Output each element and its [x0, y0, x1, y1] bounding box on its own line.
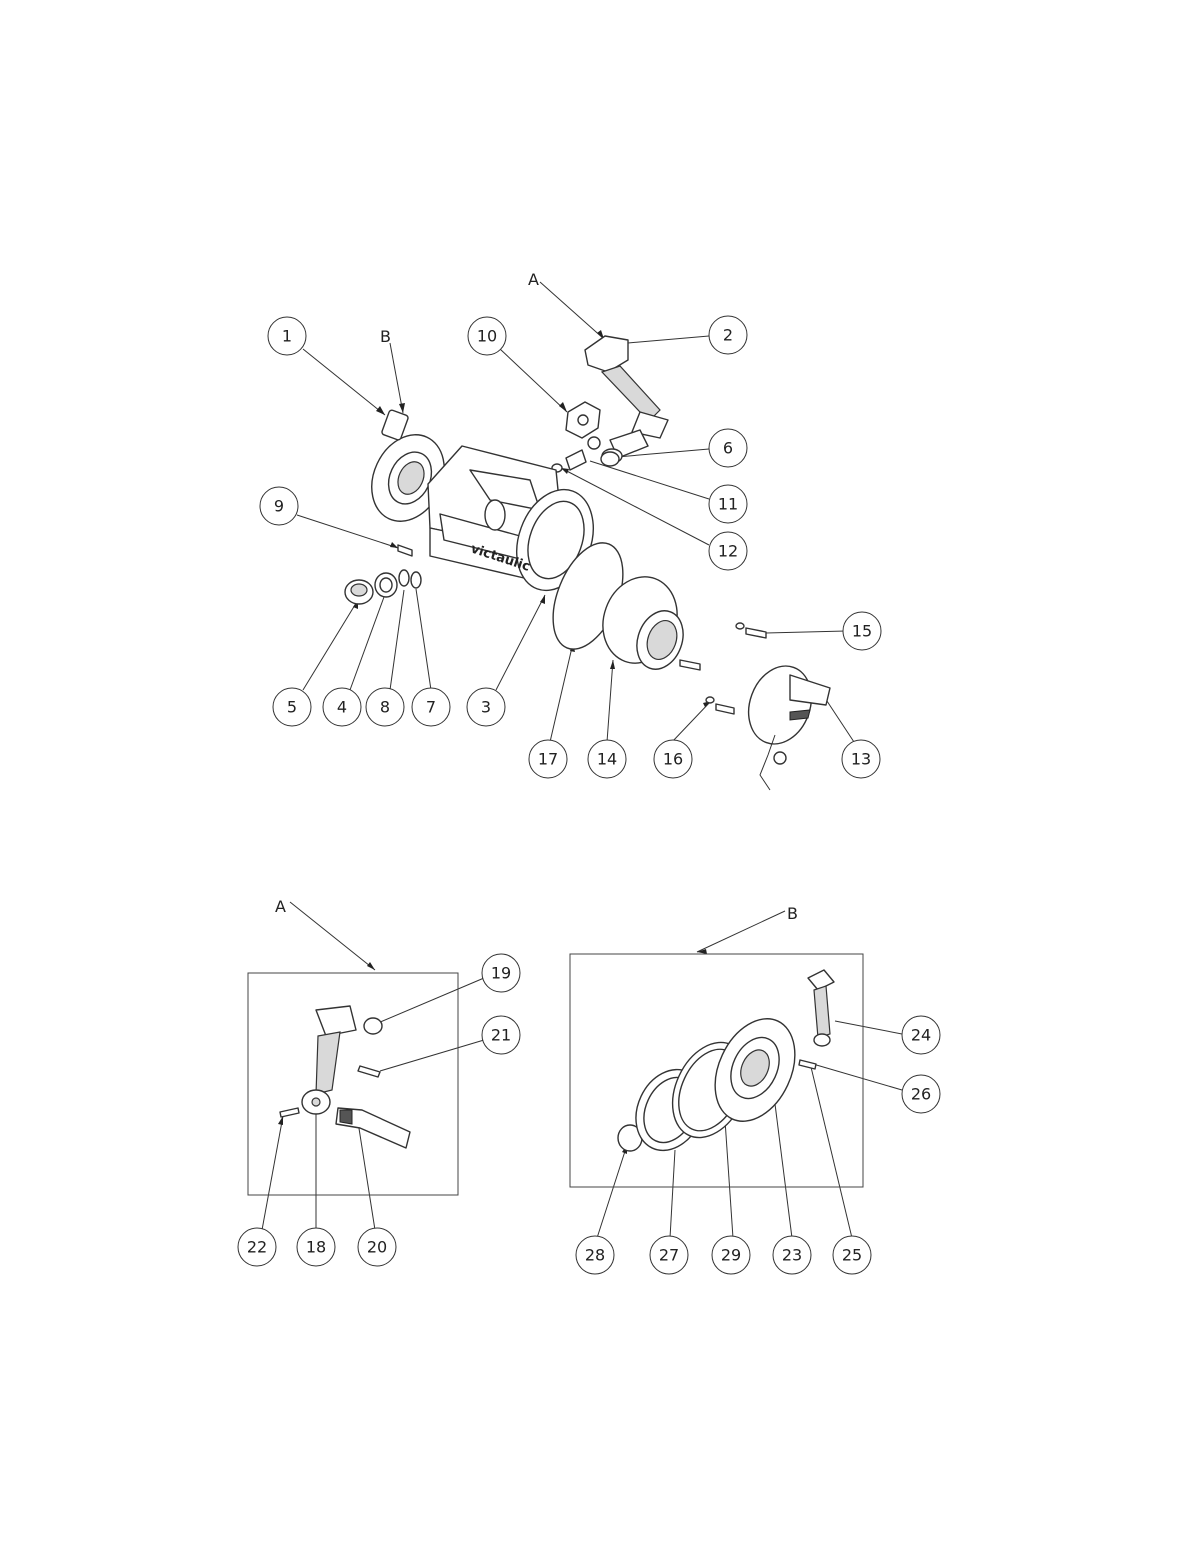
- part-11-stem: [565, 449, 587, 471]
- svg-text:8: 8: [380, 698, 390, 717]
- balloon-4: 4: [322, 687, 362, 727]
- balloon-24: 24: [901, 1015, 941, 1055]
- svg-text:12: 12: [718, 542, 738, 561]
- svg-text:6: 6: [723, 439, 733, 458]
- balloon-14: 14: [587, 739, 627, 779]
- balloon-20: 20: [357, 1227, 397, 1267]
- view-label-a-detail: A: [275, 897, 286, 916]
- balloon-12: 12: [708, 531, 748, 571]
- svg-text:23: 23: [782, 1246, 802, 1265]
- svg-text:5: 5: [287, 698, 297, 717]
- balloon-22: 22: [237, 1227, 277, 1267]
- svg-text:22: 22: [247, 1238, 267, 1257]
- svg-text:24: 24: [911, 1026, 931, 1045]
- balloon-9: 9: [259, 486, 299, 526]
- part-19-cap: [363, 1017, 383, 1035]
- svg-text:26: 26: [911, 1085, 931, 1104]
- balloon-27: 27: [649, 1235, 689, 1275]
- balloon-19: 19: [481, 953, 521, 993]
- balloon-1: 1: [267, 316, 307, 356]
- balloon-6: 6: [708, 428, 748, 468]
- svg-text:10: 10: [477, 327, 497, 346]
- part-10-plate: [565, 401, 601, 450]
- balloon-16: 16: [653, 739, 693, 779]
- detail-a-box: [247, 972, 459, 1196]
- part-7-ring: [410, 571, 422, 589]
- view-label-a-top: A: [528, 270, 539, 289]
- part-8-clip: [398, 569, 410, 587]
- balloon-29: 29: [711, 1235, 751, 1275]
- part-2-handle: [584, 335, 669, 464]
- part-23-disc: [714, 1018, 796, 1122]
- part-26-spring: [798, 1059, 817, 1070]
- balloon-17: 17: [528, 739, 568, 779]
- leader-lines: [261, 281, 903, 1239]
- part-1-end-cover: [371, 409, 445, 522]
- balloon-5: 5: [272, 687, 312, 727]
- svg-text:7: 7: [426, 698, 436, 717]
- balloon-13: 13: [841, 739, 881, 779]
- part-16-bolt: [705, 696, 735, 715]
- svg-text:2: 2: [723, 326, 733, 345]
- svg-text:19: 19: [491, 964, 511, 983]
- svg-text:9: 9: [274, 497, 284, 516]
- part-20-shaft: [335, 1107, 411, 1149]
- balloon-8: 8: [365, 687, 405, 727]
- svg-text:16: 16: [663, 750, 683, 769]
- svg-text:28: 28: [585, 1246, 605, 1265]
- balloon-28: 28: [575, 1235, 615, 1275]
- balloon-2: 2: [708, 315, 748, 355]
- svg-text:20: 20: [367, 1238, 387, 1257]
- svg-text:3: 3: [481, 698, 491, 717]
- balloon-15: 15: [842, 611, 882, 651]
- svg-text:29: 29: [721, 1246, 741, 1265]
- svg-text:27: 27: [659, 1246, 679, 1265]
- part-15-bolt: [735, 622, 767, 639]
- part-9-bolt: [397, 544, 413, 557]
- svg-text:18: 18: [306, 1238, 326, 1257]
- svg-text:14: 14: [597, 750, 617, 769]
- balloon-10: 10: [467, 316, 507, 356]
- part-5-cap: [344, 579, 374, 605]
- balloon-18: 18: [296, 1227, 336, 1267]
- balloon-3: 3: [466, 687, 506, 727]
- view-label-b-top: B: [380, 327, 391, 346]
- balloon-25: 25: [832, 1235, 872, 1275]
- svg-text:21: 21: [491, 1026, 511, 1045]
- part-18-handle-arm: [301, 1005, 357, 1115]
- part-14-adapter: [602, 576, 701, 671]
- part-22-pin: [279, 1107, 300, 1118]
- svg-text:15: 15: [852, 622, 872, 641]
- part-21-pin: [357, 1065, 381, 1078]
- view-label-b-detail: B: [787, 904, 798, 923]
- part-6-oring: [600, 451, 620, 467]
- part-24-lever: [807, 969, 835, 1047]
- balloons: 1 2 3 4 5 6 7 8 9 10 11 12 13 14 15 16 1…: [237, 315, 941, 1275]
- part-13-cap-chain: [747, 665, 831, 791]
- balloon-21: 21: [481, 1015, 521, 1055]
- balloon-23: 23: [772, 1235, 812, 1275]
- balloon-11: 11: [708, 484, 748, 524]
- balloon-7: 7: [411, 687, 451, 727]
- svg-text:13: 13: [851, 750, 871, 769]
- detail-b-box: [569, 953, 864, 1188]
- svg-text:17: 17: [538, 750, 558, 769]
- svg-text:11: 11: [718, 495, 738, 514]
- svg-text:1: 1: [282, 327, 292, 346]
- svg-text:4: 4: [337, 698, 347, 717]
- balloon-26: 26: [901, 1074, 941, 1114]
- part-4-spring: [374, 572, 398, 598]
- svg-text:25: 25: [842, 1246, 862, 1265]
- view-labels: A B A B: [275, 270, 798, 923]
